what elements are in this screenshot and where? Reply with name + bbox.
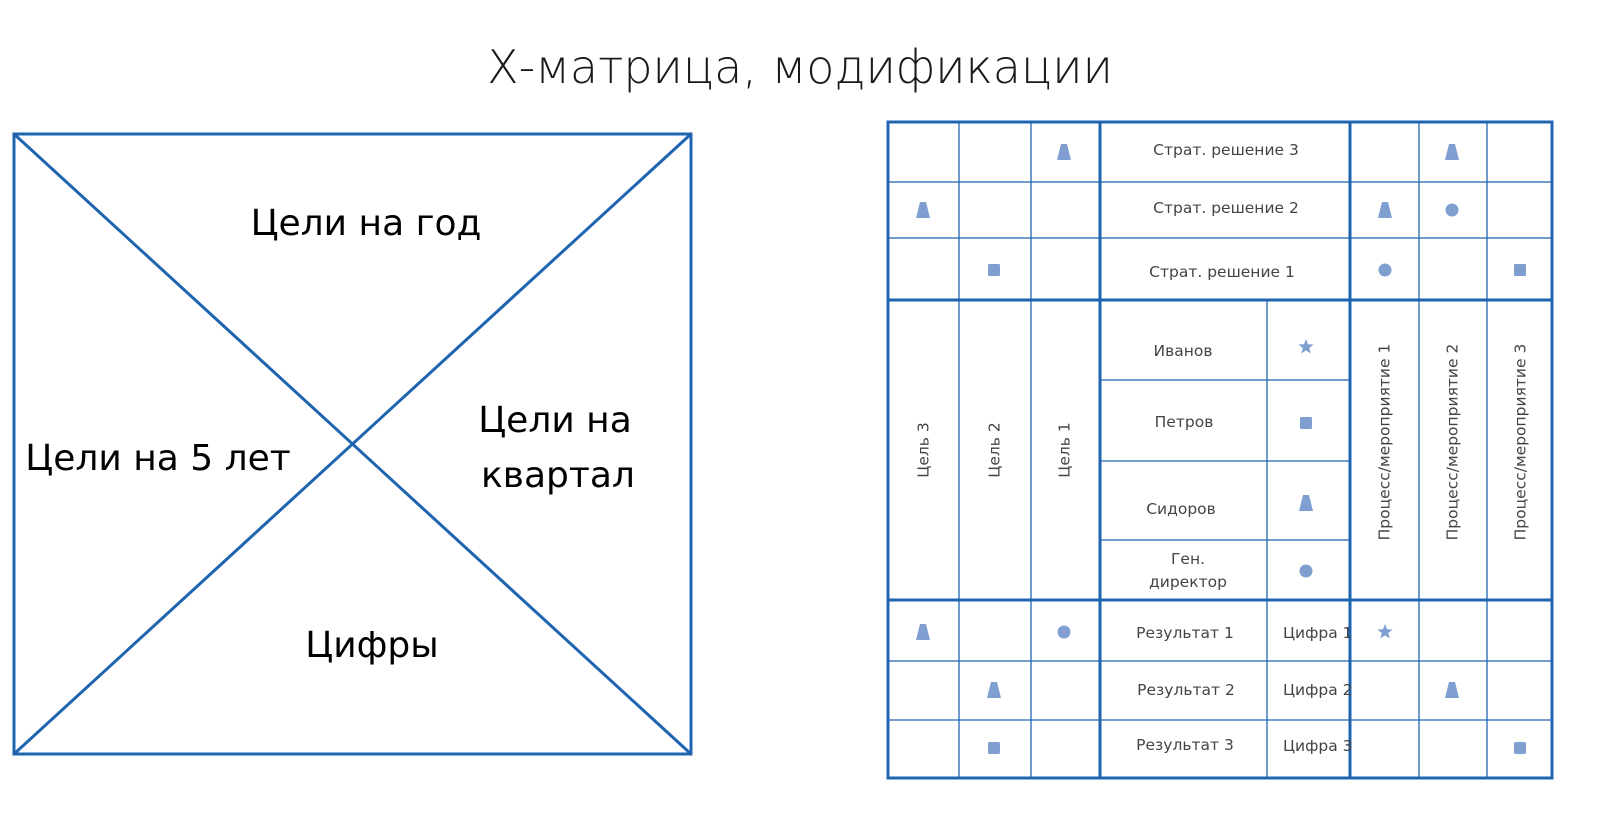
triangle-icon	[987, 682, 1001, 698]
strategic-solution-1: Страт. решение 1	[1149, 263, 1295, 281]
result-3: Результат 3	[1136, 736, 1234, 754]
triangle-icon	[1057, 144, 1071, 160]
circle-icon	[1057, 625, 1071, 639]
result-2: Результат 2	[1137, 681, 1235, 699]
triangle-icon	[1445, 682, 1459, 698]
goal-3: Цель 3	[915, 422, 933, 477]
process-1: Процесс/мероприятие 1	[1376, 344, 1394, 541]
square-icon	[988, 742, 1000, 754]
result-1: Результат 1	[1136, 624, 1234, 642]
figure-1: Цифра 1	[1283, 624, 1353, 642]
strategic-solution-3: Страт. решение 3	[1153, 141, 1299, 159]
process-3: Процесс/мероприятие 3	[1512, 344, 1530, 541]
person-petrov: Петров	[1155, 413, 1214, 431]
square-icon	[1300, 417, 1312, 429]
strategic-solution-2: Страт. решение 2	[1153, 199, 1299, 217]
triangle-icon	[1378, 202, 1392, 218]
goal-1: Цель 1	[1056, 422, 1074, 477]
figure-2: Цифра 2	[1283, 681, 1353, 699]
slide-title: Х-матрица, модификации	[487, 40, 1113, 94]
label-quarter-goals-line1: Цели на	[478, 400, 632, 441]
circle-icon	[1378, 263, 1392, 277]
simple-matrix-frame	[12, 132, 693, 756]
star-icon	[1298, 339, 1314, 354]
process-2: Процесс/мероприятие 2	[1444, 344, 1462, 541]
triangle-icon	[1445, 144, 1459, 160]
person-gen-director-line1: Ген.	[1171, 550, 1205, 568]
triangle-icon	[1299, 495, 1313, 511]
circle-icon	[1299, 564, 1313, 578]
goal-2: Цель 2	[986, 422, 1004, 477]
triangle-icon	[916, 624, 930, 640]
person-ivanov: Иванов	[1154, 342, 1213, 360]
circle-icon	[1445, 203, 1459, 217]
square-icon	[1514, 742, 1526, 754]
square-icon	[1514, 264, 1526, 276]
detailed-matrix-grid	[888, 122, 1552, 778]
person-gen-director-line2: директор	[1149, 573, 1227, 591]
star-icon	[1377, 624, 1393, 639]
detailed-matrix-blocks	[886, 120, 1554, 780]
detailed-x-matrix: Страт. решение 3 Страт. решение 2 Страт.…	[886, 120, 1554, 780]
figure-3: Цифра 3	[1283, 737, 1353, 755]
label-5-year-goals: Цели на 5 лет	[25, 438, 290, 479]
relation-markers	[916, 144, 1526, 754]
label-year-goals: Цели на год	[251, 203, 482, 244]
simple-matrix-diagonal-2	[12, 132, 693, 756]
person-sidorov: Сидоров	[1146, 500, 1216, 518]
triangle-icon	[916, 202, 930, 218]
simple-x-matrix: Цели на год Цели на 5 лет Цели на кварта…	[12, 132, 693, 756]
label-figures: Цифры	[305, 625, 438, 666]
square-icon	[988, 264, 1000, 276]
label-quarter-goals-line2: квартал	[481, 455, 635, 496]
